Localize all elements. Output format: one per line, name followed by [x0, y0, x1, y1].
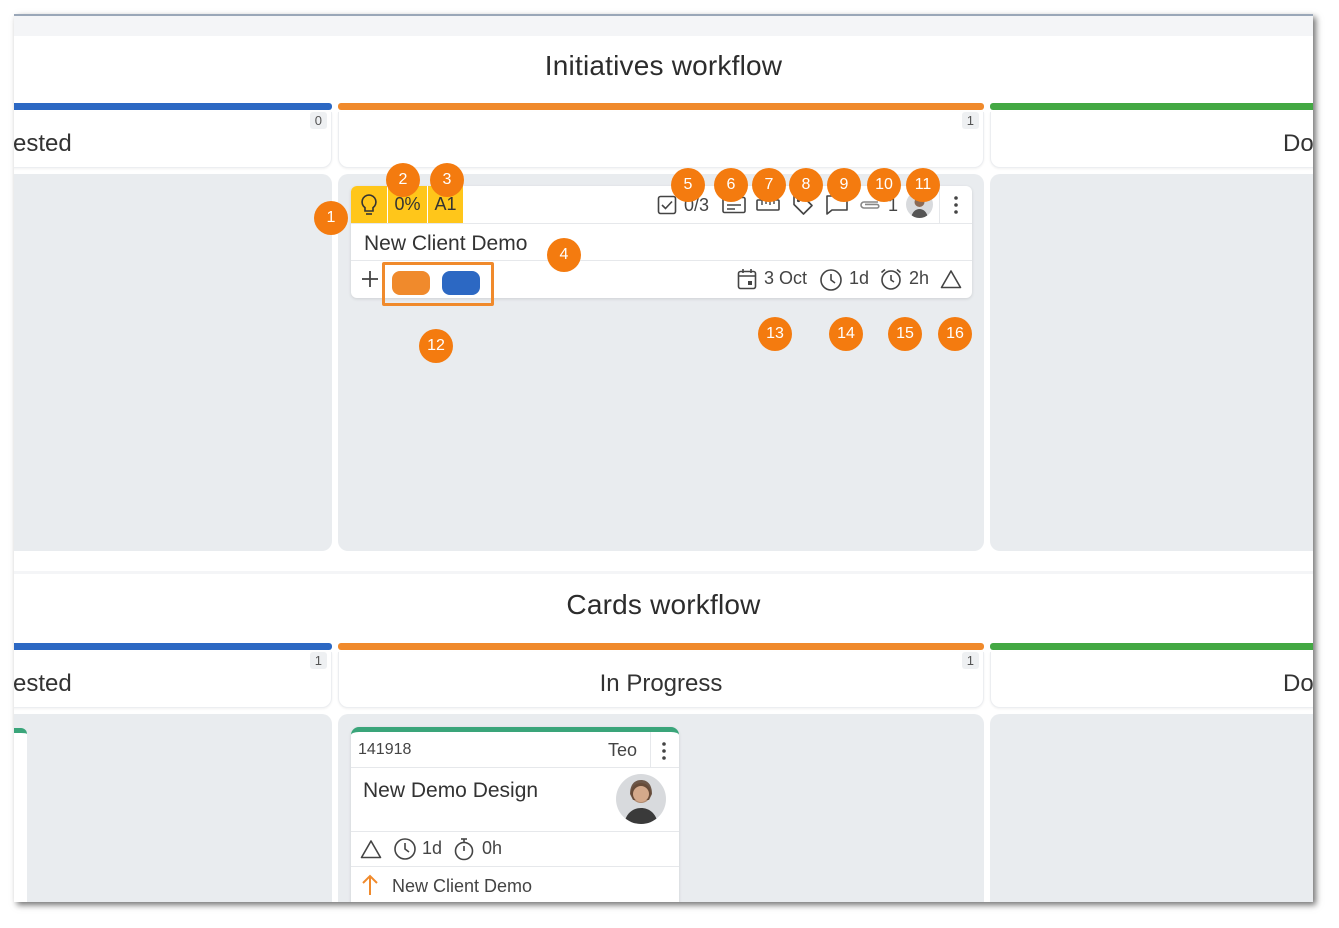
annotation-badge-16: 16 [938, 317, 972, 351]
annotation-badge-14: 14 [829, 317, 863, 351]
annotation-badge-13: 13 [758, 317, 792, 351]
column-header[interactable]: ested 1 [14, 652, 332, 708]
divider [351, 223, 972, 224]
annotation-badge-10: 10 [867, 168, 901, 202]
annotation-badge-6: 6 [714, 168, 748, 202]
parent-card-link[interactable]: New Client Demo [392, 876, 533, 896]
divider [351, 831, 679, 832]
card-title[interactable]: New Client Demo [364, 232, 528, 255]
column-color-bar [338, 103, 984, 110]
column-color-bar [990, 103, 1313, 110]
checklist-icon[interactable] [656, 194, 678, 216]
card-owner[interactable]: Teo [608, 740, 638, 760]
annotation-badge-5: 5 [671, 168, 705, 202]
column-card-count: 1 [961, 652, 979, 669]
annotation-badge-7: 7 [752, 168, 786, 202]
column-header[interactable]: Do [990, 112, 1313, 168]
column-title: Do [1283, 670, 1313, 697]
column-body[interactable] [14, 714, 332, 902]
arrow-up-icon[interactable] [359, 872, 381, 898]
divider [650, 732, 651, 767]
annotation-badge-8: 8 [789, 168, 823, 202]
column-header[interactable]: ested 0 [14, 112, 332, 168]
column-card-count: 1 [309, 652, 327, 669]
card-header-row: 0% A1 0/3 [351, 186, 972, 223]
column-card-count: 1 [961, 112, 979, 129]
more-options-icon[interactable] [945, 191, 967, 218]
attachment-icon[interactable] [858, 194, 882, 216]
cards-column-requested: ested 1 [14, 643, 332, 902]
annotation-badge-1: 1 [314, 201, 348, 235]
column-color-bar [338, 643, 984, 650]
cards-board: Cards workflow ested 1 In Progress 1 [14, 574, 1313, 902]
column-color-bar [14, 643, 332, 650]
annotation-badge-11: 11 [906, 168, 940, 202]
annotation-badge-2: 2 [386, 163, 420, 197]
card-title[interactable]: New Demo Design [363, 779, 539, 802]
divider [939, 186, 940, 223]
column-title: ested [14, 670, 72, 697]
divider [351, 260, 972, 261]
more-options-icon[interactable] [653, 737, 675, 764]
initiatives-board-title: Initiatives workflow [544, 50, 783, 81]
labels-highlight-box [382, 262, 494, 306]
duration[interactable]: 1d [422, 838, 443, 858]
column-body[interactable] [14, 174, 332, 551]
add-icon[interactable] [359, 268, 381, 290]
initiatives-board: Initiatives workflow ested 0 1 Do [14, 36, 1313, 571]
annotation-badge-15: 15 [888, 317, 922, 351]
column-header[interactable]: In Progress 1 [338, 652, 984, 708]
column-body[interactable] [990, 174, 1313, 551]
screenshot-frame: Initiatives workflow ested 0 1 Do [14, 14, 1313, 902]
due-date[interactable]: 3 Oct [764, 268, 808, 288]
annotation-badge-4: 4 [547, 238, 581, 272]
calendar-icon[interactable] [736, 267, 758, 291]
divider [351, 767, 679, 768]
column-color-bar [990, 643, 1313, 650]
initiative-card[interactable]: 0% A1 0/3 [351, 186, 972, 306]
cards-board-title: Cards workflow [566, 589, 761, 620]
column-title: Do [1283, 130, 1313, 157]
cards-column-done: Do [990, 643, 1313, 902]
time-spent[interactable]: 0h [482, 838, 503, 858]
label-chip-blue[interactable] [442, 271, 480, 295]
stopwatch-icon[interactable] [452, 836, 476, 862]
lightbulb-icon[interactable] [351, 186, 387, 223]
time-logged[interactable]: 2h [909, 268, 930, 288]
owner-avatar[interactable] [616, 774, 666, 824]
initiatives-column-done: Do [990, 103, 1313, 553]
divider [351, 866, 679, 867]
annotation-badge-12: 12 [419, 329, 453, 363]
demo-card[interactable]: 141918 Teo New Demo Design 1d 0h [351, 727, 679, 902]
column-header[interactable]: 1 [338, 112, 984, 168]
annotation-badge-3: 3 [430, 163, 464, 197]
warning-triangle-icon[interactable] [359, 838, 383, 860]
column-color-bar [14, 103, 332, 110]
clock-icon[interactable] [818, 267, 844, 293]
warning-triangle-icon[interactable] [939, 268, 963, 290]
clock-icon[interactable] [392, 836, 418, 862]
partial-card[interactable] [14, 728, 27, 902]
card-id[interactable]: 141918 [358, 741, 412, 758]
alarm-clock-icon[interactable] [878, 266, 904, 292]
label-chip-orange[interactable] [392, 271, 430, 295]
column-card-count: 0 [309, 112, 327, 129]
column-title: In Progress [599, 670, 723, 697]
column-title: ested [14, 130, 72, 157]
attachment-count[interactable]: 1 [888, 195, 899, 215]
column-header[interactable]: Do [990, 652, 1313, 708]
column-body[interactable] [990, 714, 1313, 902]
annotation-badge-9: 9 [827, 168, 861, 202]
initiatives-column-requested: ested 0 [14, 103, 332, 553]
duration[interactable]: 1d [849, 268, 870, 288]
